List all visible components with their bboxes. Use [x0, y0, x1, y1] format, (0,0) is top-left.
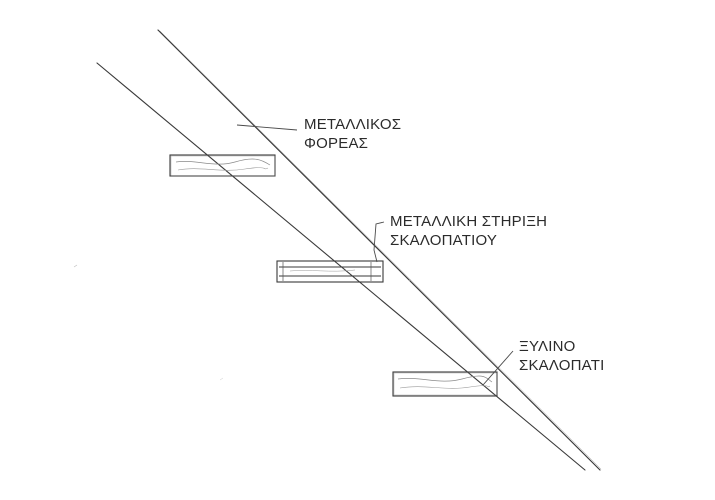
label-metal-support: ΜΕΤΑΛΛΙΚΗ ΣΤΗΡΙΞΗ ΣΚΑΛΟΠΑΤΙΟΥ — [390, 212, 547, 250]
lower-stringer-line — [96, 62, 586, 471]
label-wooden-tread-line1: ΞΥΛΙΝΟ — [519, 338, 576, 355]
metal-support-step-2 — [276, 260, 384, 283]
wooden-tread-3 — [392, 371, 498, 397]
leader-wooden-tread — [482, 350, 514, 386]
wooden-tread-1 — [169, 154, 276, 177]
label-wooden-tread: ΞΥΛΙΝΟ ΣΚΑΛΟΠΑΤΙ — [519, 337, 605, 375]
label-metal-support-line1: ΜΕΤΑΛΛΙΚΗ ΣΤΗΡΙΞΗ — [390, 213, 548, 230]
leader-metal-support — [373, 221, 385, 263]
label-metal-support-line2: ΣΚΑΛΟΠΑΤΙΟΥ — [390, 232, 498, 249]
upper-stringer-line — [157, 29, 601, 471]
label-metal-frame-line2: ΦΟΡΕΑΣ — [304, 135, 369, 152]
leader-metal-frame — [236, 124, 298, 131]
upper-stringer-line-retrace — [159, 30, 602, 470]
label-wooden-tread-line2: ΣΚΑΛΟΠΑΤΙ — [519, 357, 605, 374]
label-metal-frame-line1: ΜΕΤΑΛΛΙΚΟΣ — [304, 116, 402, 133]
label-metal-frame: ΜΕΤΑΛΛΙΚΟΣ ΦΟΡΕΑΣ — [304, 115, 401, 153]
